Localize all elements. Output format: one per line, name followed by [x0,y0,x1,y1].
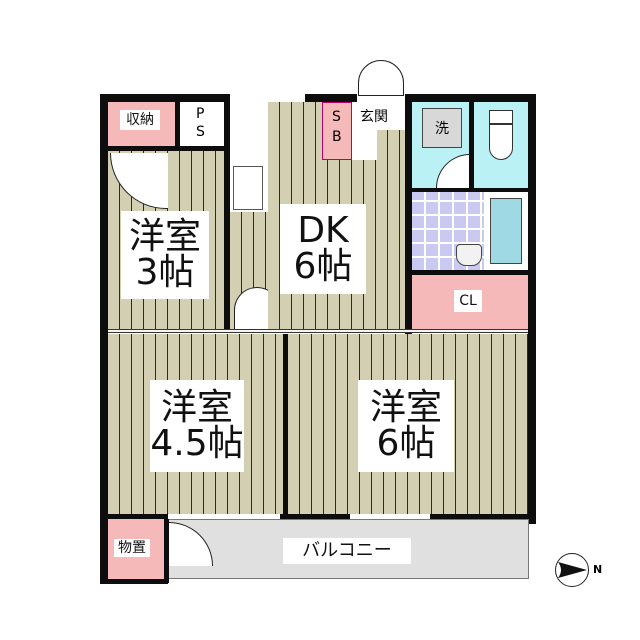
storage-label: 収納 [120,110,160,130]
balcony: バルコニー [169,519,529,579]
north-arrow-icon [558,562,587,578]
ps-wall-right [224,94,230,329]
room-size: 6帖 [376,423,436,464]
room-divider [283,334,288,516]
closet-cl: CL [412,275,528,329]
ps-wall-bottom [108,146,230,151]
room-label-western-45: 洋室 4.5帖 [150,380,244,472]
bathroom-floor [412,192,484,270]
corridor-floor [230,212,280,329]
closet-door-swing [110,153,168,209]
storage-closet: 収納 [108,102,175,146]
bath-bottom-wall [412,270,528,275]
bathtub-frame [484,192,528,270]
entrance: 玄関 [352,102,405,130]
ps-label-bottom: S [196,124,205,140]
outer-wall-right [528,94,536,524]
toilet-room [474,102,528,188]
room-western-45: 洋室 4.5帖 [108,334,283,514]
storage-wall [175,102,180,146]
outer-wall-top-left [100,94,230,102]
shed-door-swing [169,522,213,566]
compass-north-label: N [593,563,603,576]
washroom: 洗 [412,102,470,188]
pipe-space: P S [180,102,224,146]
shoe-box: S B [322,102,352,160]
toilet-bowl-icon [489,124,513,160]
shed-wall [164,519,169,583]
compass [555,553,589,587]
shed: 物置 [108,519,164,579]
washroom-wall [469,102,474,188]
outer-wall-bottom [100,578,168,584]
balcony-wall [100,514,536,519]
entrance-label: 玄関 [360,109,388,125]
room-label-western-3: 洋室 3帖 [121,211,209,299]
bathtub-icon [490,198,522,264]
wet-area-wall [405,94,412,334]
washbasin-icon [456,244,482,266]
ps-label-top: P [196,106,205,122]
room-type: 洋室 [128,216,201,257]
room-size: 4.5帖 [150,423,244,464]
closet-label: CL [454,290,482,312]
room-type: 洋室 [369,387,442,428]
room-label-western-6: 洋室 6帖 [358,380,454,472]
entrance-door-area [352,130,377,160]
sb-label-bottom: B [332,129,342,145]
balcony-label: バルコニー [283,538,411,564]
room-label-dk: DK 6帖 [280,204,366,294]
bath-top-wall [412,188,528,192]
outer-wall-top-mid [305,94,357,102]
middle-partition [108,329,528,333]
washer-label: 洗 [435,121,449,137]
front-door-swing [358,60,404,96]
room-size: 3帖 [135,252,195,293]
toilet-tank-icon [489,110,513,124]
sink-outline [233,166,263,210]
room-type: 洋室 [160,387,233,428]
washroom-door-swing [436,154,470,188]
outer-wall-top-right [405,94,535,102]
room-size: 6帖 [293,246,353,287]
washing-machine-space: 洗 [422,108,462,148]
room-type: DK [297,210,349,251]
sb-label-top: S [332,109,341,125]
outer-wall-left [100,94,108,584]
room-western-3: 洋室 3帖 [108,151,224,329]
room-western-6: 洋室 6帖 [288,334,528,514]
shed-label: 物置 [114,539,150,557]
